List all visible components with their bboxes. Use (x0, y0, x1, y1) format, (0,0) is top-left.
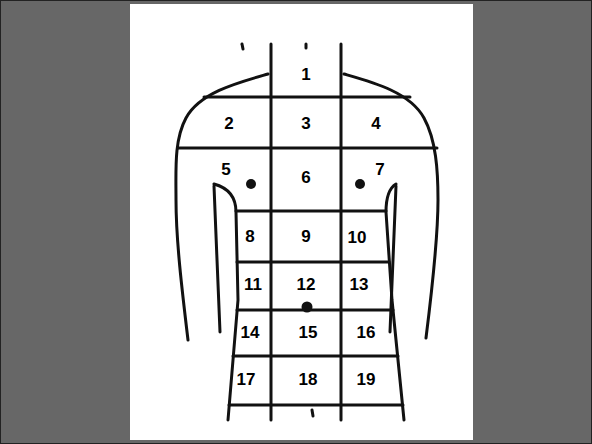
region-number: 6 (301, 168, 310, 187)
region-number: 2 (224, 114, 233, 133)
region-number: 14 (233, 323, 267, 343)
region-number: 14 (241, 323, 260, 342)
region-number: 7 (375, 160, 384, 179)
region-number: 6 (289, 168, 323, 188)
region-number: 16 (357, 323, 376, 342)
region-number: 17 (229, 370, 263, 390)
region-number: 4 (359, 114, 393, 134)
region-number: 12 (297, 275, 316, 294)
region-number: 18 (291, 370, 325, 390)
region-number: 1 (301, 65, 310, 84)
region-number: 9 (301, 227, 310, 246)
region-number: 9 (289, 227, 323, 247)
region-number: 2 (212, 114, 246, 134)
region-number: 3 (301, 114, 310, 133)
region-number: 3 (289, 114, 323, 134)
region-number: 18 (299, 370, 318, 389)
region-number: 4 (371, 114, 380, 133)
region-number: 19 (349, 370, 383, 390)
region-number: 10 (348, 228, 367, 247)
region-number: 5 (221, 160, 230, 179)
region-number: 12 (289, 275, 323, 295)
region-number: 15 (299, 323, 318, 342)
region-number: 10 (340, 228, 374, 248)
region-number: 13 (342, 275, 376, 295)
region-number: 11 (236, 275, 270, 295)
region-number: 8 (233, 227, 267, 247)
region-number: 19 (357, 370, 376, 389)
region-number: 1 (289, 65, 323, 85)
region-number: 15 (291, 323, 325, 343)
region-number: 11 (244, 275, 262, 294)
region-number: 16 (349, 323, 383, 343)
region-number: 17 (237, 370, 256, 389)
region-number: 13 (350, 275, 369, 294)
region-number: 7 (363, 160, 397, 180)
region-number: 8 (245, 227, 254, 246)
region-number: 5 (209, 160, 243, 180)
